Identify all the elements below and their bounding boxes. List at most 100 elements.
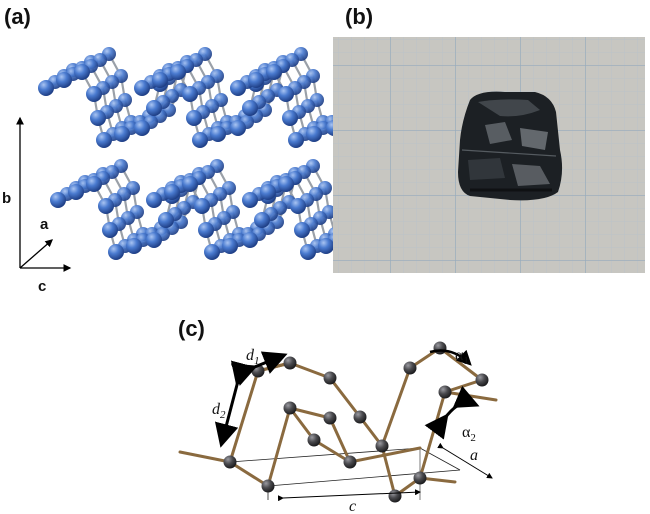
chain-atom (433, 341, 447, 355)
panel-label-b: (b) (345, 4, 374, 29)
atom (182, 176, 198, 192)
chain-bond (312, 438, 352, 464)
chain-atom (413, 471, 427, 485)
atom (38, 80, 54, 96)
chain-atom (323, 371, 337, 385)
panel-b-photo (333, 37, 645, 273)
atom (96, 132, 112, 148)
dimension-annotations: d1 d2 α1 α2 a c (212, 347, 493, 514)
atom (50, 192, 66, 208)
atom (210, 126, 226, 142)
chain-bond (266, 406, 292, 488)
a-dimension-label: a (470, 447, 478, 464)
atom (194, 198, 210, 214)
d2-label: d2 (212, 401, 226, 421)
atom (318, 238, 334, 254)
chain-bond (228, 369, 260, 464)
atom (146, 100, 162, 116)
atom (114, 126, 130, 142)
atom (278, 176, 294, 192)
chain-bond (418, 390, 447, 480)
panel-label-c: (c) (178, 316, 205, 341)
atom (300, 244, 316, 260)
atom (294, 222, 310, 238)
atom (56, 72, 72, 88)
chain-bond (288, 406, 332, 420)
atom (146, 192, 162, 208)
atom (186, 110, 202, 126)
atom (158, 212, 174, 228)
axis-b-label: b (2, 190, 11, 207)
chain-bond (380, 366, 412, 448)
axis-a-label: a (40, 216, 49, 233)
atom (108, 244, 124, 260)
atom (282, 110, 298, 126)
atom (192, 132, 208, 148)
atom (254, 212, 270, 228)
chain-atom (375, 439, 389, 453)
atom (134, 80, 150, 96)
atom (182, 86, 198, 102)
chain-atom (307, 433, 321, 447)
chain-bond (288, 361, 332, 380)
alpha1-label: α1 (455, 347, 469, 367)
chain-atom (223, 455, 237, 469)
chain-bond (380, 444, 397, 498)
atom (260, 184, 276, 200)
atom (242, 100, 258, 116)
atom (146, 232, 162, 248)
chain-atom (323, 411, 337, 425)
d1-arrow (230, 351, 288, 386)
atom (278, 86, 294, 102)
atom (248, 72, 264, 88)
chain-atom (388, 489, 402, 503)
atom (306, 126, 322, 142)
axis-a-arrow (19, 239, 53, 269)
alpha2-label: α2 (462, 424, 476, 444)
chain-atom (475, 373, 489, 387)
crystal-sample (458, 91, 563, 201)
atom (152, 72, 168, 88)
atom (266, 64, 282, 80)
chain-atom (283, 356, 297, 370)
chain-atom (403, 361, 417, 375)
c-dimension-arrow (277, 489, 421, 502)
chain-atom (261, 479, 275, 493)
lattice-line (267, 469, 461, 487)
atom (230, 120, 246, 136)
atom (198, 222, 214, 238)
atom (68, 184, 84, 200)
panel-label-a: (a) (4, 4, 31, 29)
d1-label: d1 (246, 347, 260, 367)
lattice-line (229, 447, 421, 463)
chain-bond (328, 376, 362, 419)
atom (102, 222, 118, 238)
atom (290, 198, 306, 214)
atom (90, 110, 106, 126)
panel-c-schematic (178, 341, 498, 503)
alpha1-arrow (429, 349, 472, 366)
atom (86, 86, 102, 102)
atom (288, 132, 304, 148)
chain-bond (443, 390, 498, 402)
axis-triad: b a c (2, 116, 72, 295)
atom (222, 238, 238, 254)
chain-bond (328, 416, 352, 464)
atom (134, 120, 150, 136)
chain-atom (343, 455, 357, 469)
atom (164, 184, 180, 200)
d2-arrow (214, 360, 255, 448)
atom (204, 244, 220, 260)
chain-atom (438, 385, 452, 399)
chain-bond (178, 450, 232, 464)
atom (230, 80, 246, 96)
atom (126, 238, 142, 254)
c-dimension-label: c (349, 498, 356, 514)
chain-atom (353, 410, 367, 424)
chain-atom (283, 401, 297, 415)
axis-c-label: c (38, 278, 46, 295)
atom (74, 64, 90, 80)
atom (170, 64, 186, 80)
atom (242, 232, 258, 248)
